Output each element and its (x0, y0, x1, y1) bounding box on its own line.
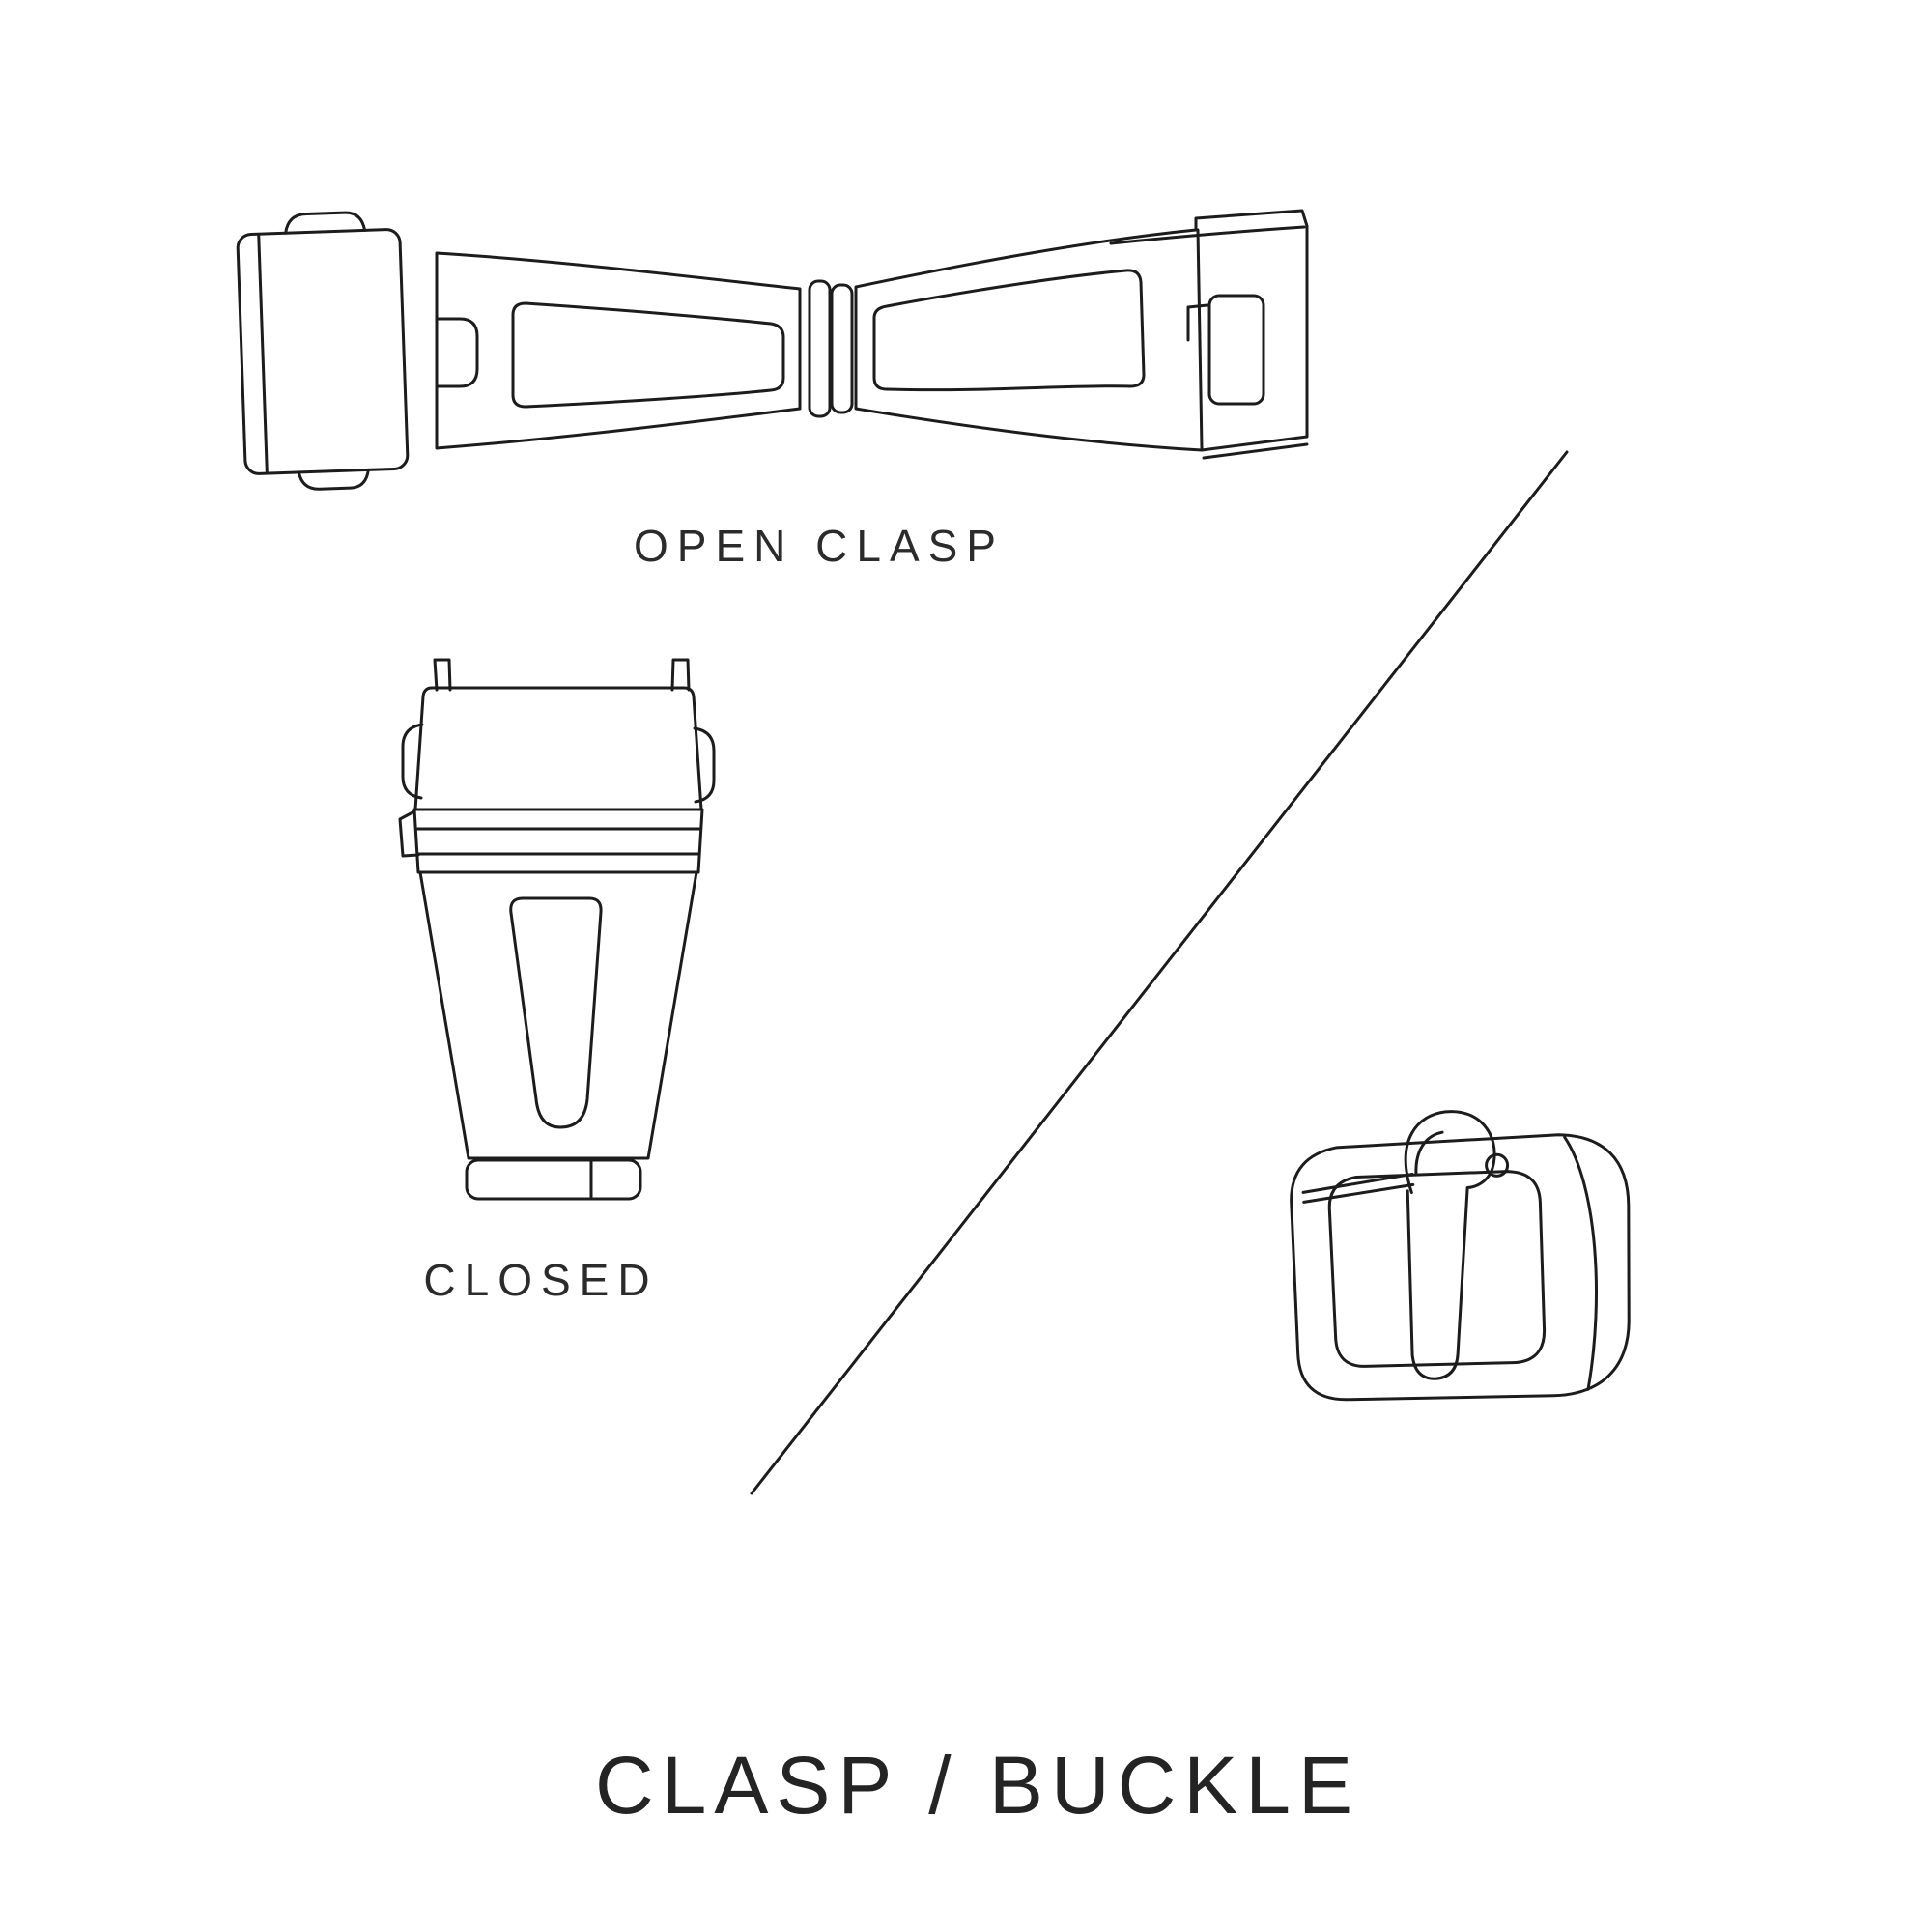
diagonal-divider-line (750, 450, 1569, 1495)
buckle-tongue-loop-inner-line (1414, 1130, 1444, 1175)
open-clasp-right-arm-step-line (1196, 228, 1204, 450)
open-clasp-right-end-slot (1208, 294, 1265, 406)
open-clasp-right-end-hook (1186, 303, 1209, 342)
open-clasp-left-arm-notch (435, 317, 479, 388)
open-clasp-right-arm (854, 209, 1309, 452)
buckle-crossbar-top-line (1301, 1172, 1414, 1194)
open-clasp-hinge-left (808, 279, 832, 418)
open-clasp-right-arm-top-plate-line (1109, 225, 1306, 245)
open-clasp-hinge-right (830, 283, 854, 414)
closed-clasp-right-prong (670, 658, 691, 692)
closed-label: CLOSED (423, 1255, 659, 1305)
buckle-inner-opening (1327, 1170, 1547, 1368)
closed-clasp-right-ear (693, 726, 716, 804)
closed-clasp-body-inner-slot (509, 896, 603, 1129)
open-clasp-left-arm-inner-outline (511, 301, 785, 409)
buckle-illustration (1290, 1110, 1631, 1402)
open-clasp-illustration (236, 209, 1309, 491)
buckle-right-band-contour (1563, 1135, 1599, 1391)
closed-clasp-left-ear (401, 723, 424, 800)
closed-clasp-band (412, 808, 704, 874)
open-clasp-label: OPEN CLASP (634, 521, 1005, 571)
closed-clasp-band-left-fold (398, 810, 420, 858)
page-title: CLASP / BUCKLE (594, 1740, 1361, 1831)
closed-clasp-illustration (398, 658, 716, 1201)
buckle-tongue (1404, 1110, 1496, 1380)
closed-clasp-top-block (413, 686, 703, 811)
closed-clasp-foot (465, 1158, 642, 1201)
buckle-pin-ring (1485, 1152, 1510, 1178)
open-clasp-left-arm (435, 251, 802, 450)
closed-clasp-body (418, 870, 698, 1160)
closed-clasp-left-prong (433, 658, 452, 692)
buckle-crossbar-bottom-line (1302, 1182, 1415, 1204)
open-clasp-right-arm-inner-outline (872, 269, 1146, 392)
open-clasp-left-end (236, 211, 410, 491)
buckle-outer-frame (1290, 1133, 1631, 1402)
open-clasp-right-arm-bottom-edge-line (1202, 442, 1309, 460)
